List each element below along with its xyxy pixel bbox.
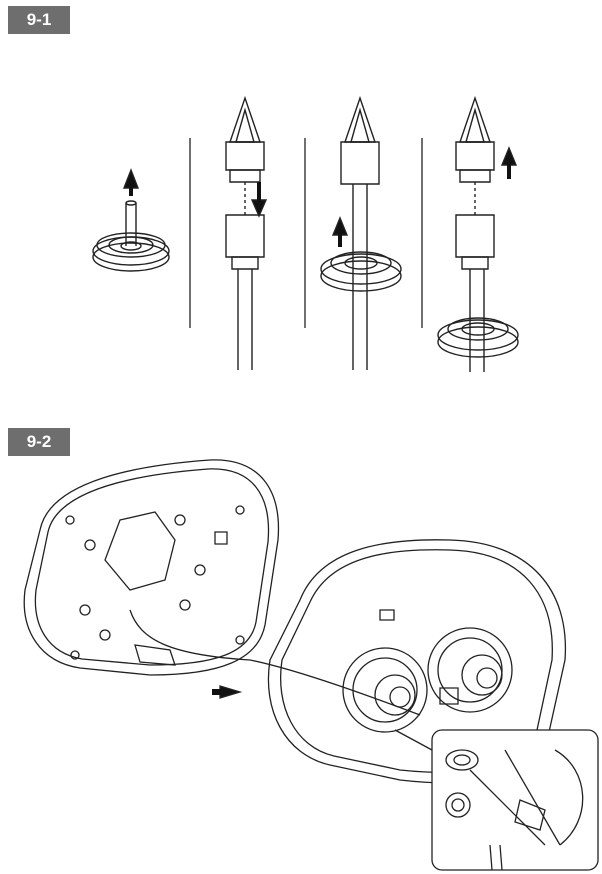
arrow-down-icon [252,200,266,216]
panel-4-connector-lifted [438,98,518,372]
arrow-up-icon [124,170,138,188]
lens-right [428,628,512,712]
panel-1-grommet [93,201,169,271]
panel-3-cable-through-grommet [321,98,401,370]
figure-9-2-mount-assembly [0,450,602,874]
mounting-plate [24,460,278,675]
lens-left [343,648,427,732]
camera-housing [250,540,565,783]
arrow-right-icon [220,686,240,698]
arrow-up-icon [333,218,347,235]
figure-9-1-cable-grommet [0,80,602,380]
arrow-up-icon [502,148,516,165]
step-label-9-2: 9-2 [8,428,70,456]
detail-inset [395,730,598,870]
panel-2-connector-separated [226,98,264,370]
step-label-9-1: 9-1 [8,6,70,34]
